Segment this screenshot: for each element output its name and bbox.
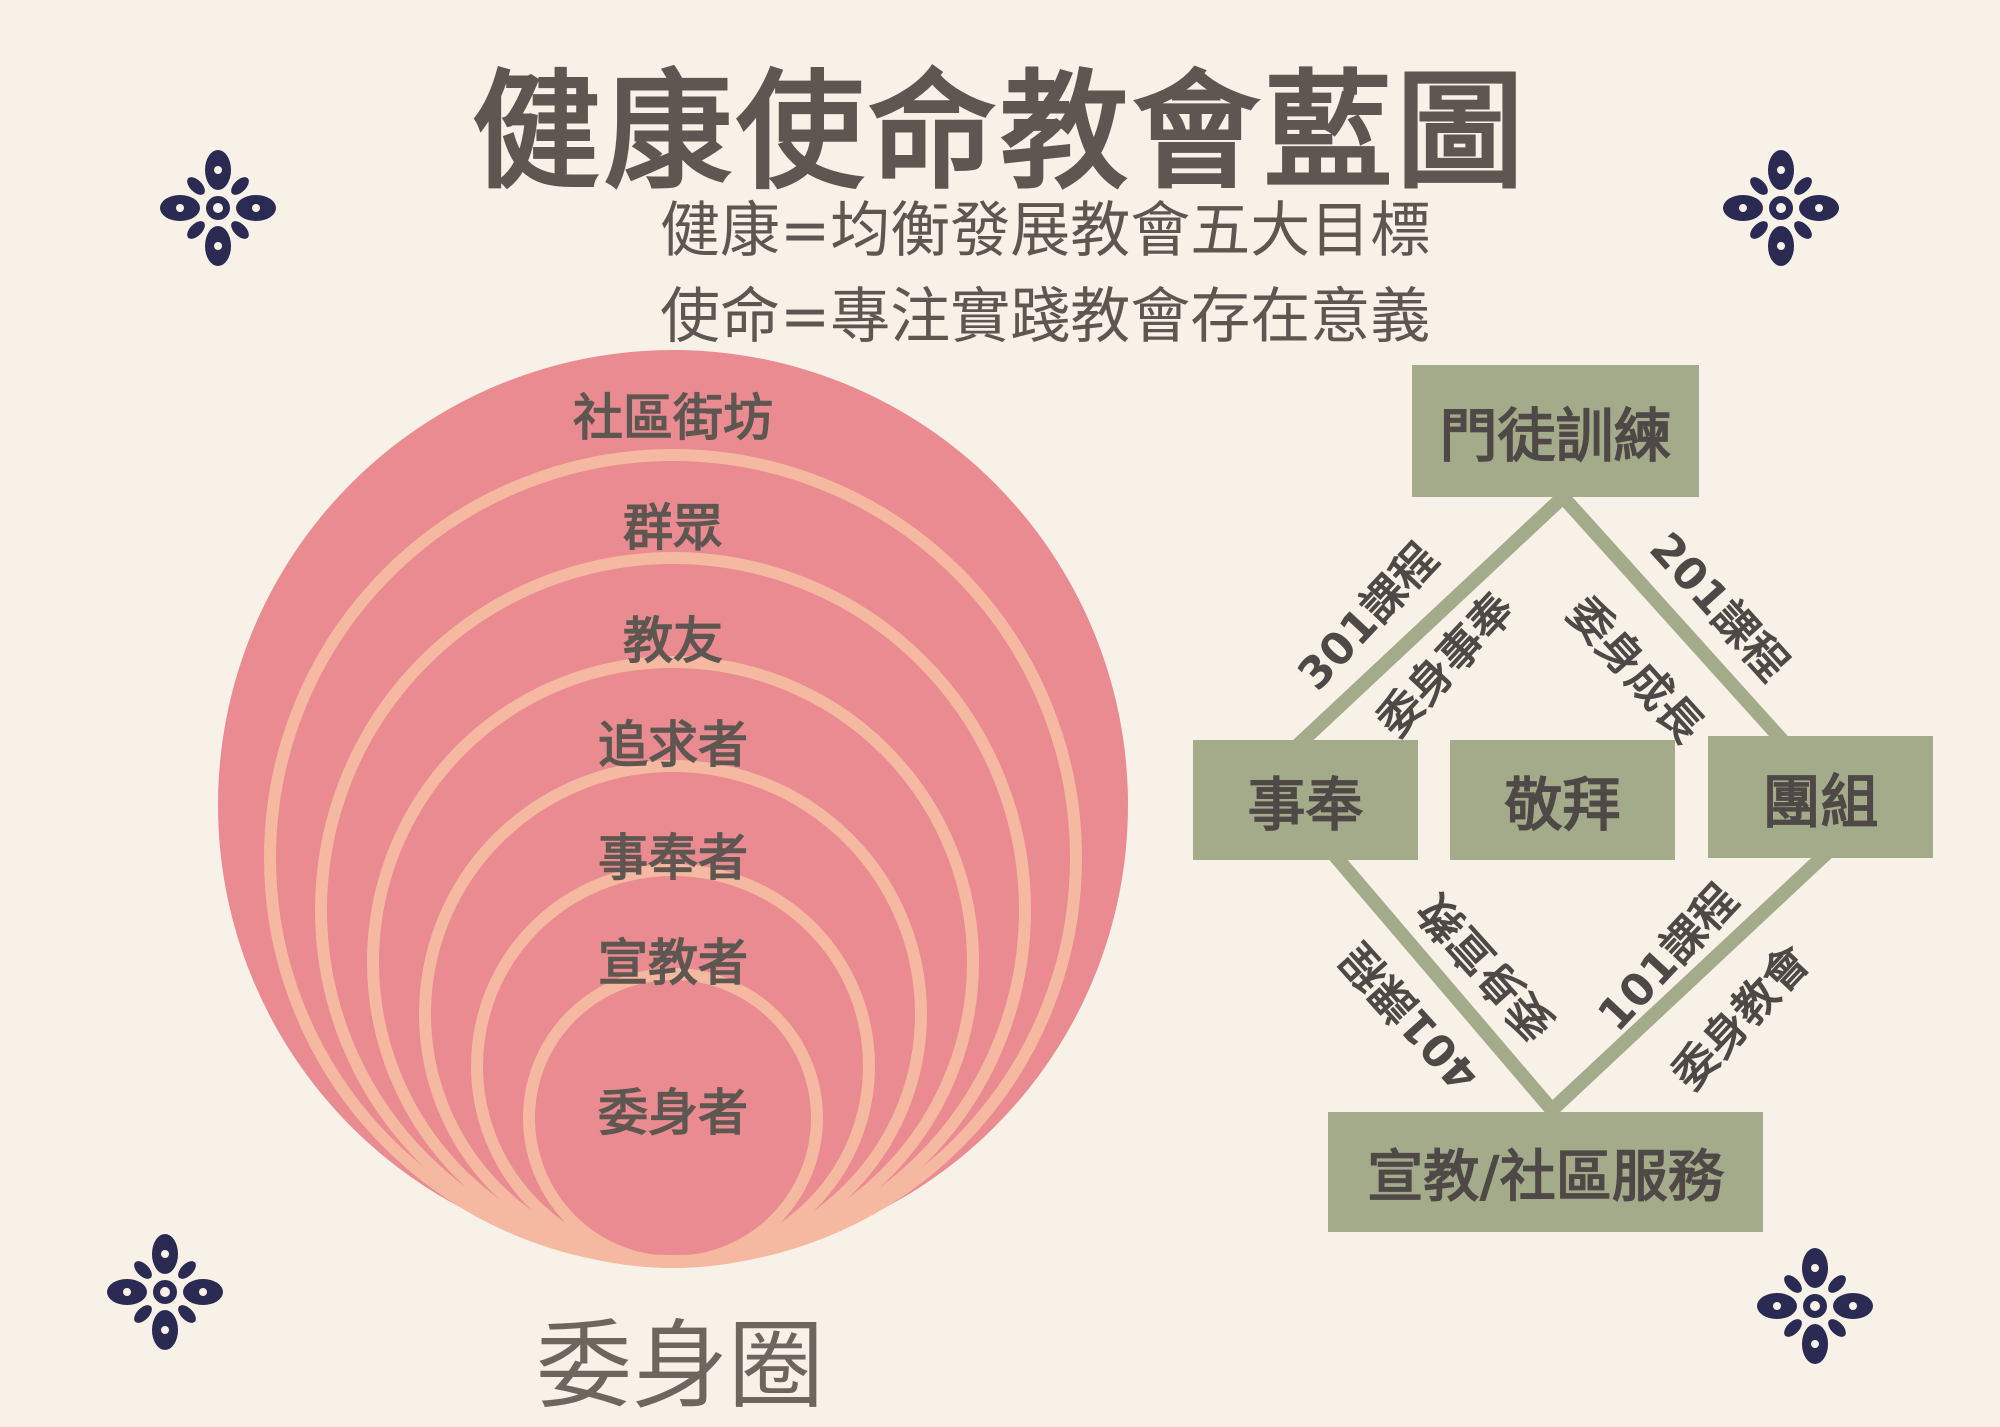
node-discipleship: 門徒訓練 (1412, 365, 1699, 497)
circle-caption: 委身圈 (536, 1310, 824, 1422)
ring-label-crowd: 群眾 (623, 499, 723, 557)
node-mission-service: 宣教/社區服務 (1328, 1112, 1763, 1232)
diamond-connectors (1275, 490, 1837, 1117)
flower-ornament-icon (1723, 150, 1839, 266)
page-title: 健康使命教會藍圖 (471, 58, 1528, 207)
flower-ornament-icon (160, 150, 276, 266)
ring-label-committed: 委身者 (598, 1084, 748, 1142)
node-worship: 敬拜 (1450, 740, 1675, 860)
ring-label-members: 教友 (623, 612, 723, 670)
ring-label-missioners: 宣教者 (598, 934, 748, 992)
ring-label-community: 社區街坊 (573, 389, 773, 447)
flower-ornament-icon (1757, 1248, 1873, 1364)
subtitle-mission: 使命=專注實踐教會存在意義 (660, 282, 1431, 352)
subtitle-health: 健康=均衡發展教會五大目標 (660, 196, 1431, 266)
ring-label-seekers: 追求者 (598, 716, 748, 774)
flower-ornament-icon (107, 1234, 223, 1350)
commitment-circles (218, 350, 1128, 1268)
node-groups: 團組 (1708, 736, 1933, 858)
node-service: 事奉 (1193, 740, 1418, 860)
ring-label-servers: 事奉者 (598, 829, 748, 887)
